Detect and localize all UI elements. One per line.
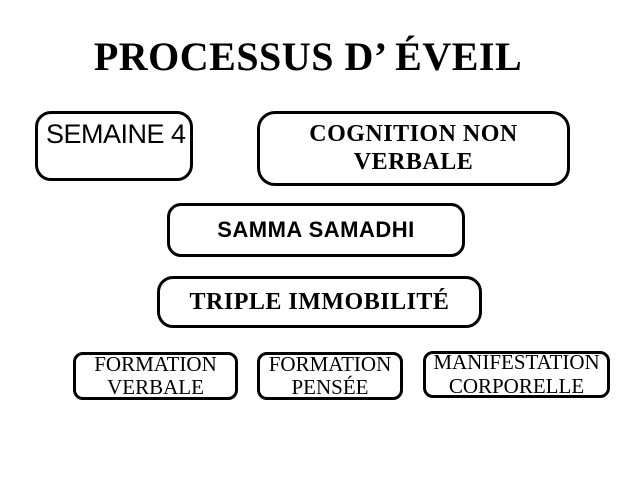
box-triple-immobilite: TRIPLE IMMOBILITÉ bbox=[157, 276, 482, 328]
box-formation-verbale: FORMATION VERBALE bbox=[73, 352, 238, 400]
box-manifestation-corporelle: MANIFESTATION CORPORELLE bbox=[423, 351, 610, 398]
box-semaine-4: SEMAINE 4 bbox=[35, 111, 193, 181]
box-cognition-non-verbale: COGNITION NON VERBALE bbox=[257, 111, 570, 186]
slide-title: PROCESSUS D’ ÉVEIL bbox=[93, 34, 523, 79]
box-cognition-non-verbale-label: COGNITION NON VERBALE bbox=[309, 120, 518, 175]
box-formation-pensee-label: FORMATION PENSÉE bbox=[268, 351, 392, 399]
box-formation-pensee: FORMATION PENSÉE bbox=[257, 352, 403, 400]
box-manifestation-corporelle-label: MANIFESTATION CORPORELLE bbox=[433, 350, 600, 398]
box-formation-verbale-label: FORMATION VERBALE bbox=[94, 351, 217, 399]
box-semaine-4-label: SEMAINE 4 bbox=[46, 119, 186, 149]
box-samma-samadhi: SAMMA SAMADHI bbox=[167, 203, 465, 257]
box-triple-immobilite-label: TRIPLE IMMOBILITÉ bbox=[189, 288, 450, 315]
box-samma-samadhi-label: SAMMA SAMADHI bbox=[217, 217, 415, 242]
